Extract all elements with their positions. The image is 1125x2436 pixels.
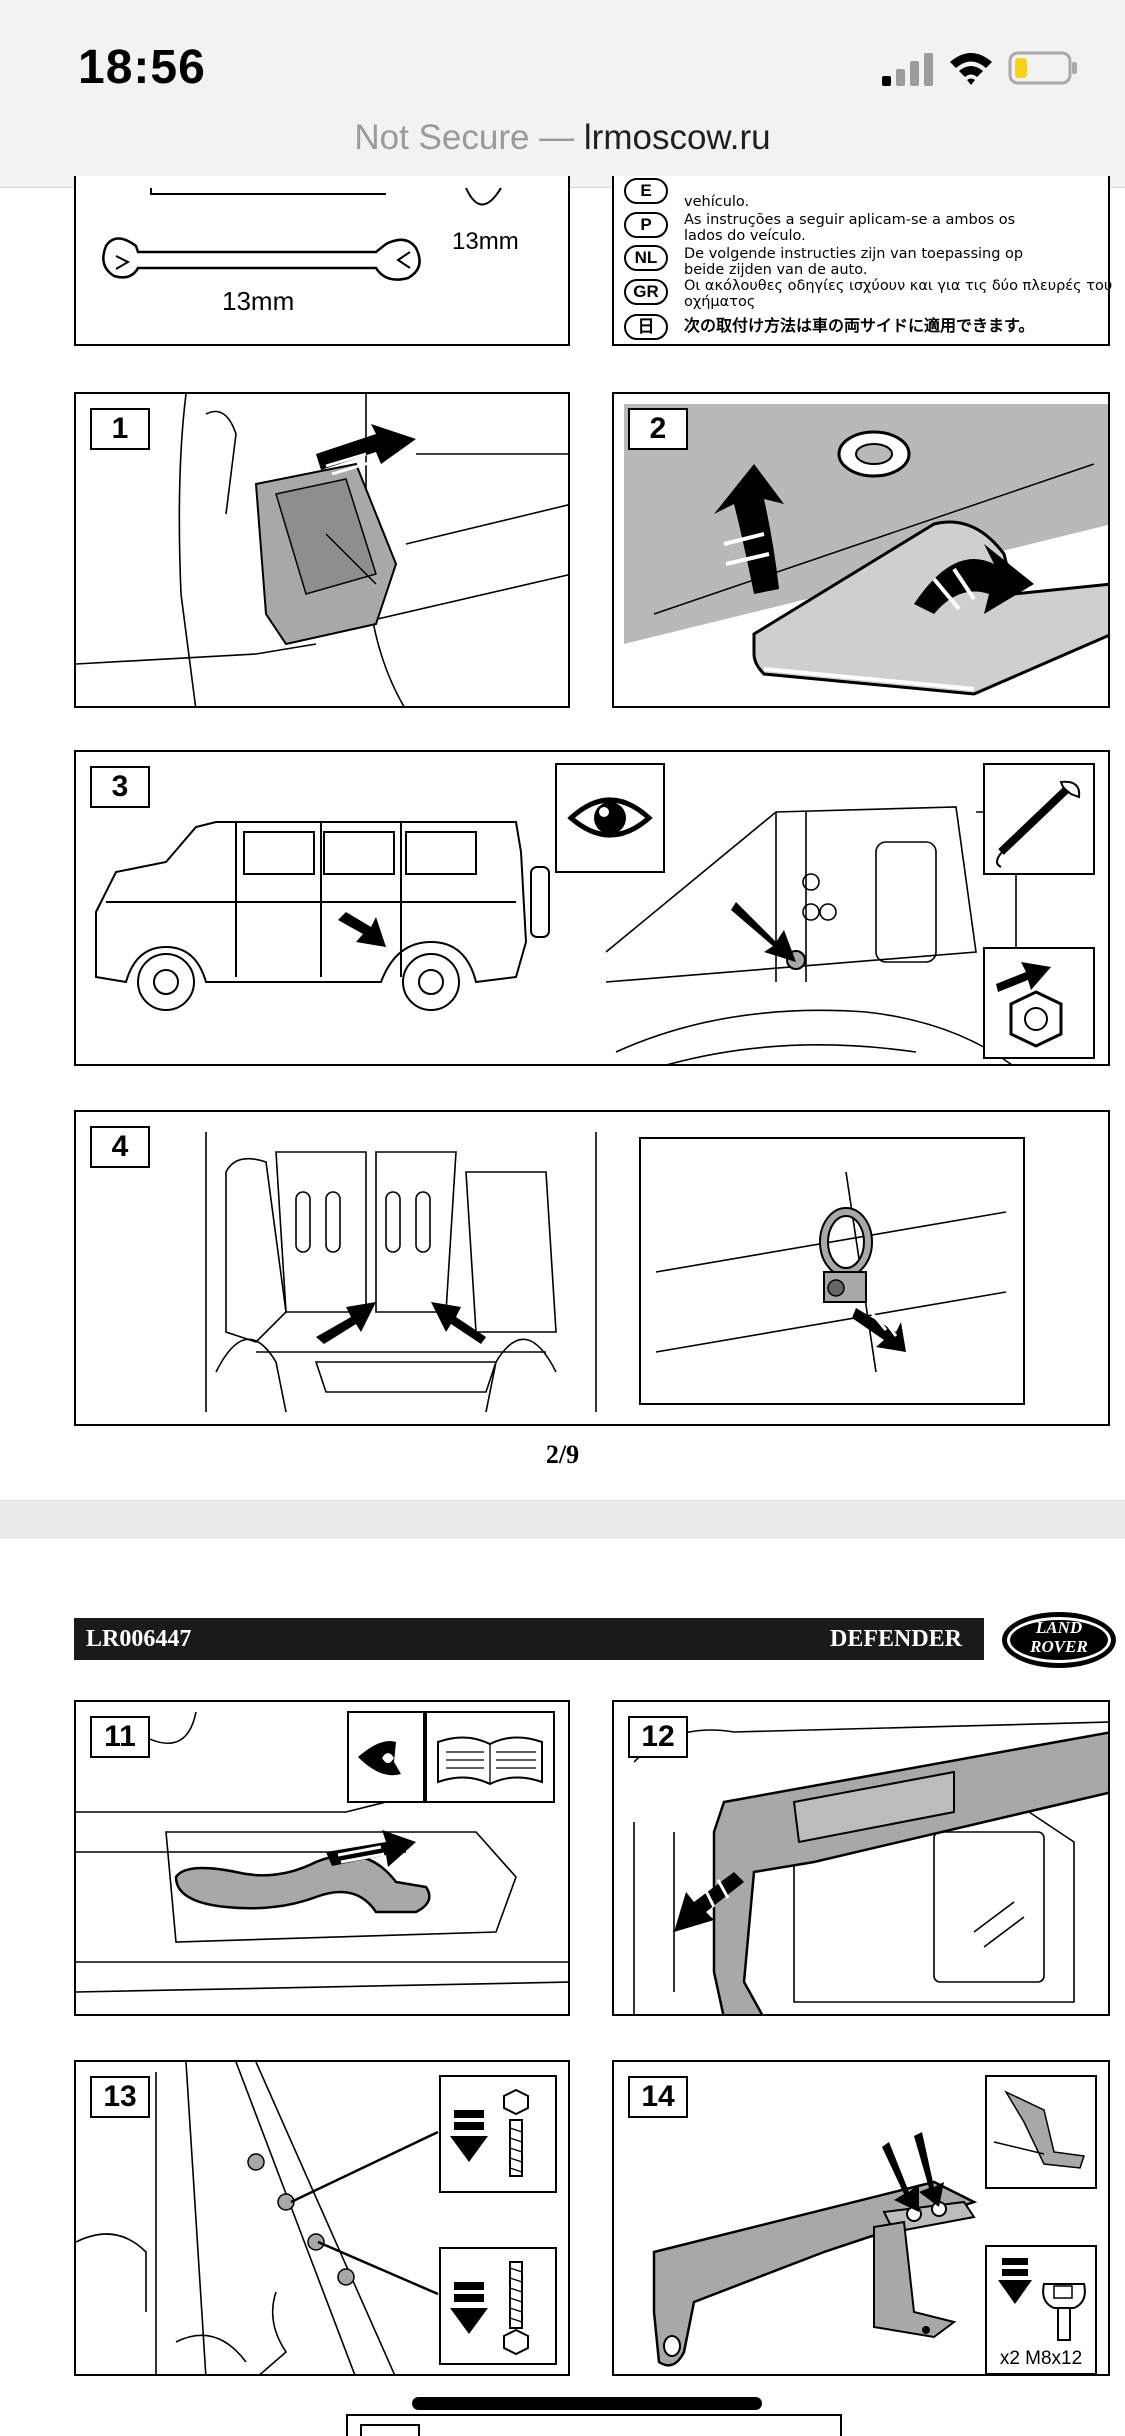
security-label: Not Secure —	[354, 118, 584, 157]
step-number-12: 12	[628, 1716, 688, 1758]
lang-tag-p: P	[624, 212, 668, 238]
page-divider	[0, 1500, 1125, 1538]
lang-text-gr: Οι ακόλουθες οδηγίες ισχύουν και για τις…	[684, 278, 1113, 310]
step-2-panel: 2	[612, 392, 1110, 708]
step-12-panel: 12	[612, 1700, 1110, 2016]
step-number-2: 2	[628, 408, 688, 450]
step-3-panel: 3	[74, 750, 1110, 1066]
socket-size-label: 13mm	[452, 228, 519, 255]
rear-seat-illustration	[205, 1132, 1025, 1413]
land-rover-logo: LAND ROVER	[1000, 1610, 1118, 1670]
step-11-panel: 11	[74, 1700, 570, 2016]
step-number-1: 1	[90, 408, 150, 450]
step-14-panel: x2 M8x12 14	[612, 2060, 1110, 2376]
step-number-4: 4	[90, 1126, 150, 1168]
step-13-panel: 13	[74, 2060, 570, 2376]
step-4-panel: 4	[74, 1110, 1110, 1426]
status-time: 18:56	[78, 41, 206, 94]
fastener-label: x2 M8x12	[999, 2348, 1083, 2369]
next-panel-number-box	[360, 2424, 420, 2436]
url-host: lrmoscow.ru	[583, 118, 771, 157]
browser-chrome: 18:56 Not Secure — lrmoscow.ru	[0, 0, 1125, 188]
wrench-size-label: 13mm	[222, 286, 295, 316]
page-header-bar: LR006447 DEFENDER	[74, 1618, 984, 1660]
page-number: 2/9	[545, 1440, 580, 1469]
lang-tag-gr: GR	[624, 279, 668, 305]
tools-panel: 13mm 13mm	[74, 176, 570, 346]
lang-text-p: As instruções a seguir aplicam-se a ambo…	[684, 212, 1016, 244]
bracket-fitting-illustration	[633, 1721, 1108, 2014]
logo-text-rover: ROVER	[1030, 1637, 1088, 1656]
step-number-14: 14	[628, 2076, 688, 2118]
lang-tag-ja: 日	[624, 314, 668, 340]
battery-icon	[1008, 51, 1077, 85]
seat-removal-illustration	[76, 394, 568, 706]
step-number-3: 3	[90, 766, 150, 808]
part-number: LR006447	[86, 1626, 192, 1652]
bolt-fitting-illustration	[76, 2062, 557, 2374]
next-panel-edge	[346, 2414, 842, 2436]
grab-handle-illustration	[76, 1711, 568, 1993]
lang-tag-e: E	[624, 178, 668, 204]
language-panel	[612, 176, 1110, 346]
logo-text-land: LAND	[1035, 1618, 1083, 1637]
home-indicator[interactable]	[412, 2397, 762, 2410]
step-1-panel: 1	[74, 392, 570, 708]
address-bar[interactable]: Not Secure — lrmoscow.ru	[0, 118, 1125, 158]
mounting-bracket-illustration	[652, 2075, 1097, 2374]
step-number-13: 13	[90, 2076, 150, 2118]
cellular-signal-icon	[882, 53, 933, 86]
wifi-icon	[950, 53, 992, 85]
vehicle-side-illustration	[95, 763, 1095, 1064]
step-number-11: 11	[90, 1716, 150, 1758]
trim-removal-illustration	[624, 404, 1108, 696]
lang-tag-nl: NL	[624, 245, 668, 271]
lang-text-nl: De volgende instructies zijn van toepass…	[684, 246, 1024, 278]
lang-text-e: vehículo.	[684, 194, 750, 210]
model-name: DEFENDER	[829, 1626, 962, 1652]
lang-text-ja: 次の取付け方法は車の両サイドに適用できます。	[684, 316, 1035, 335]
